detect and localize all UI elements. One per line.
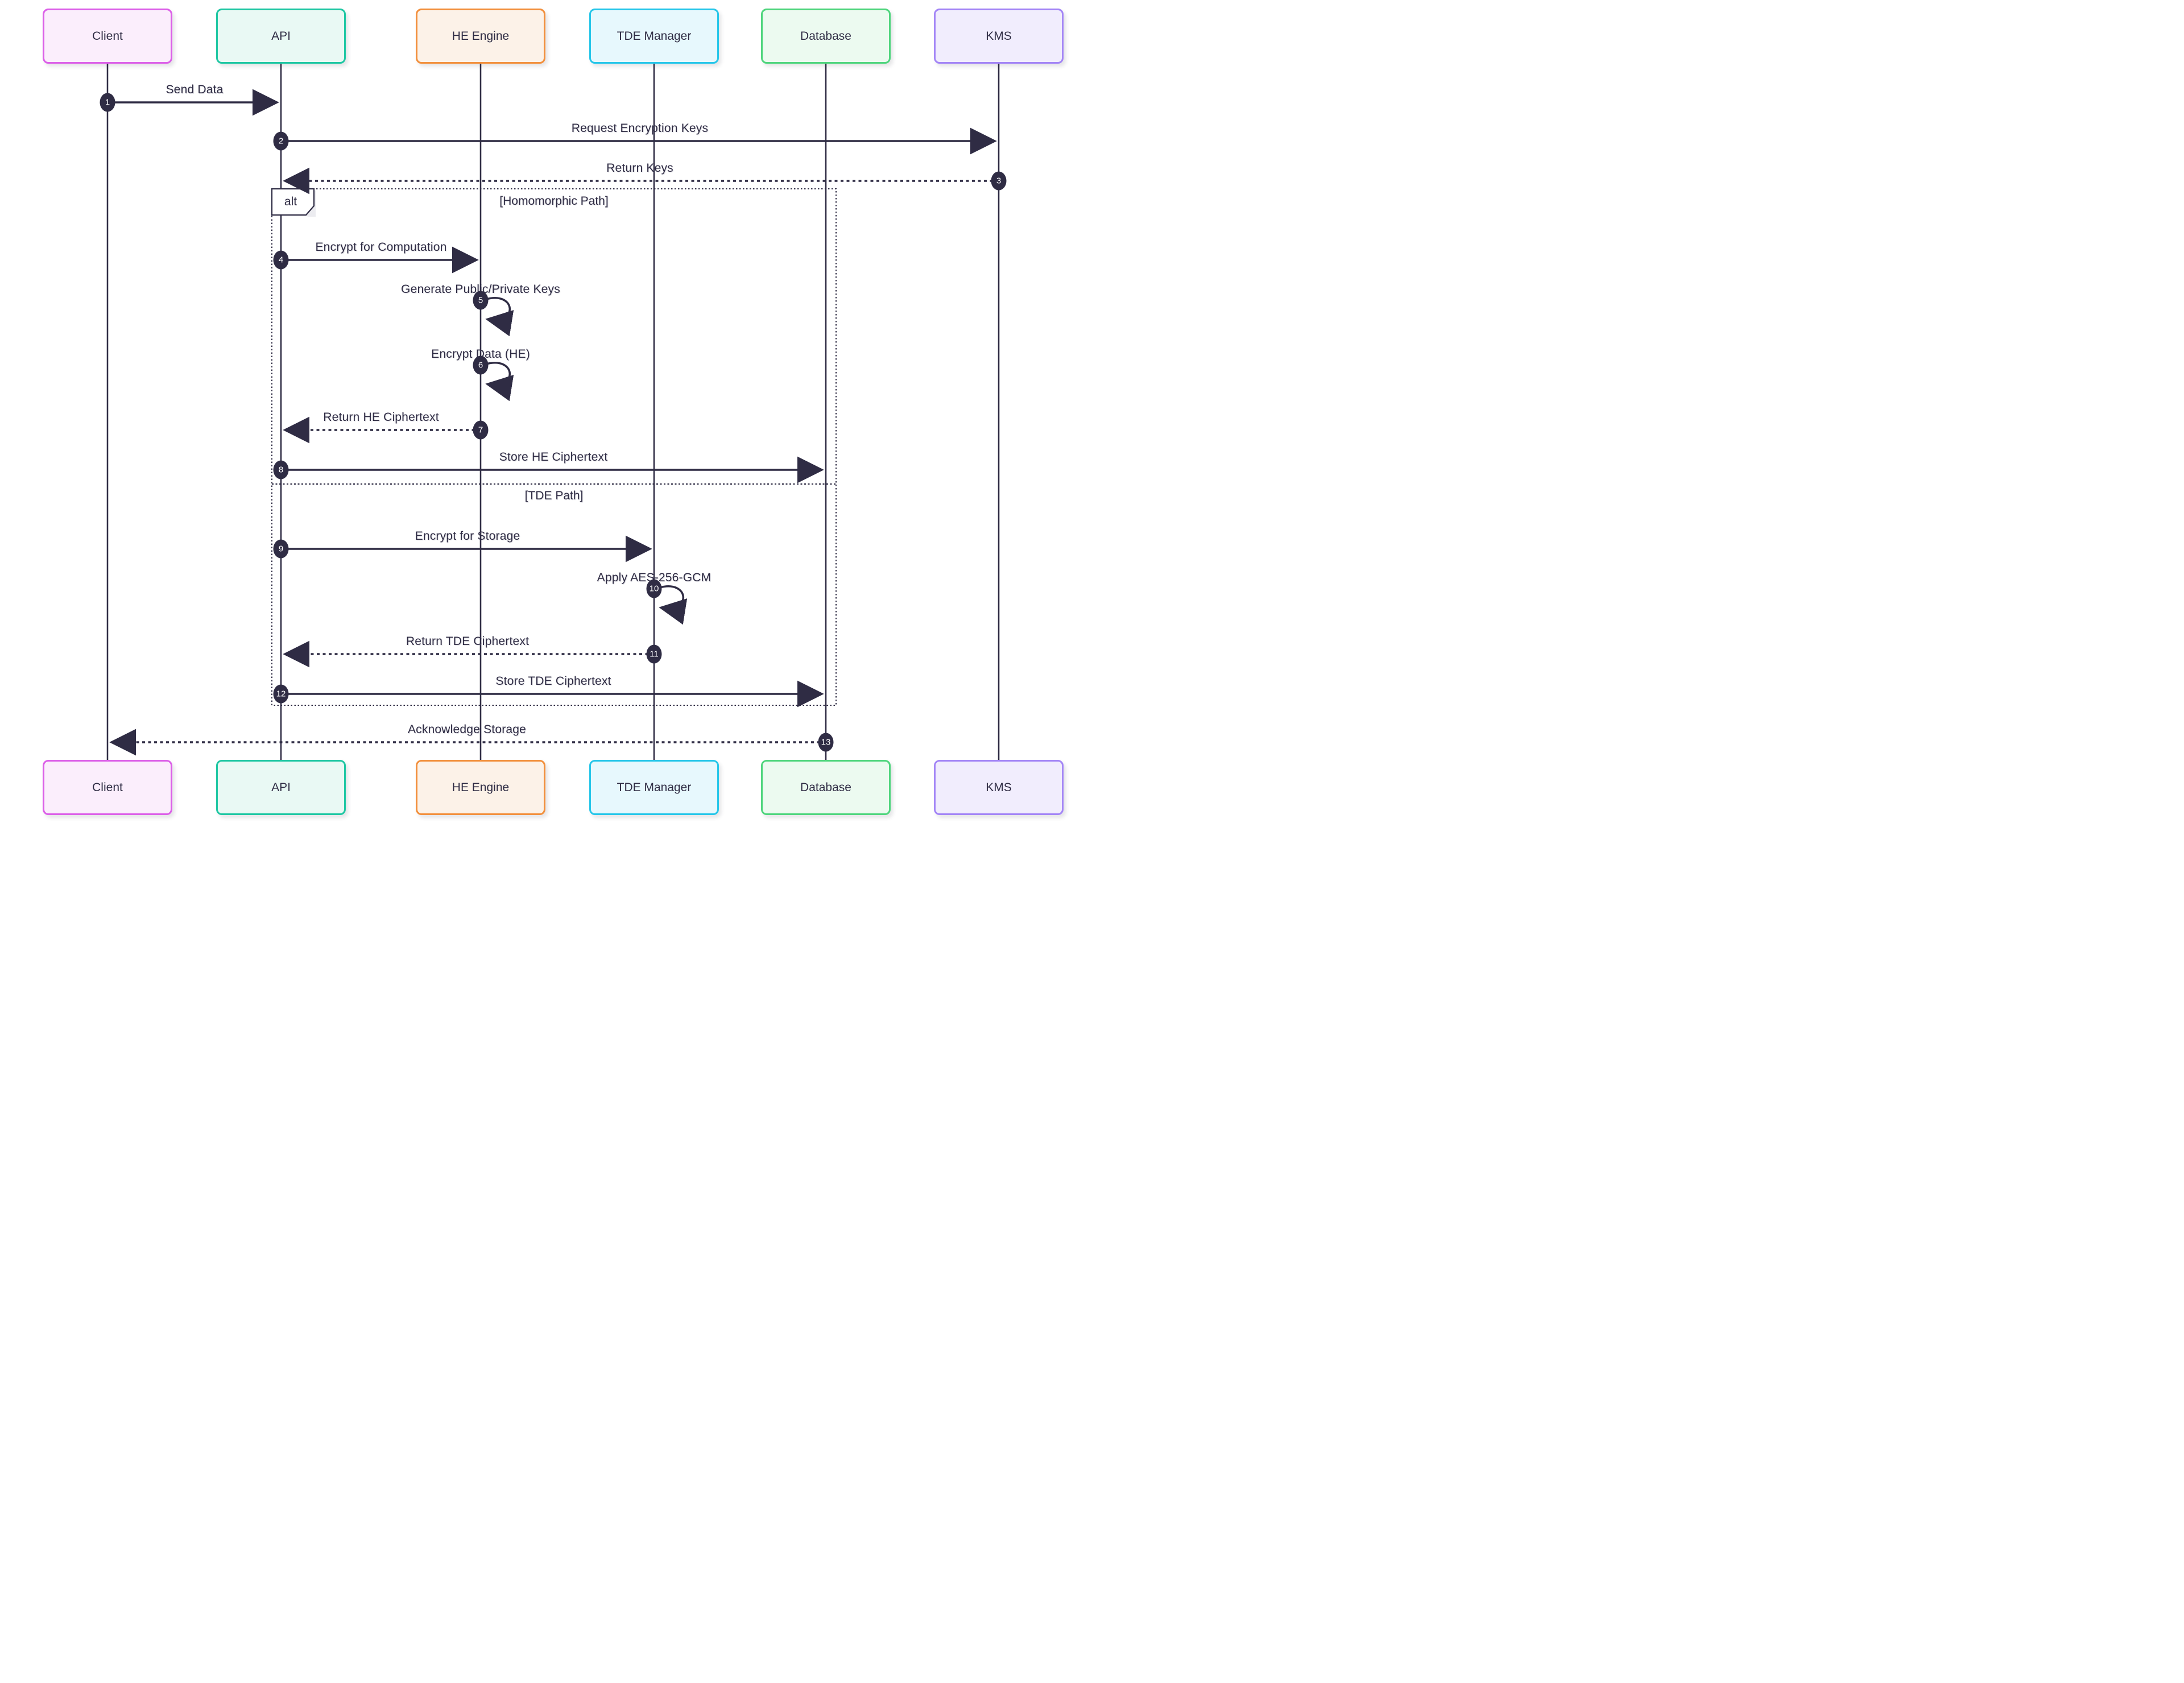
actor-label: API: [271, 780, 291, 794]
alt-frame: [271, 188, 837, 706]
message-seq-8: 8: [273, 460, 289, 479]
actor-label: TDE Manager: [617, 780, 692, 794]
message-seq-4: 4: [273, 250, 289, 270]
message-label-1: Send Data: [166, 83, 224, 96]
actor-box-kms-top: KMS: [934, 9, 1064, 64]
actor-label: Database: [800, 29, 851, 43]
actor-box-he-engine-bottom: HE Engine: [416, 760, 545, 815]
lifelines: [106, 64, 1000, 760]
message-seq-10: 10: [646, 579, 662, 598]
message-seq-2: 2: [273, 131, 289, 151]
message-label-9: Encrypt for Storage: [415, 530, 520, 543]
message-label-12: Store TDE Ciphertext: [495, 675, 611, 688]
actor-label: API: [271, 29, 291, 43]
actor-box-database-bottom: Database: [761, 760, 891, 815]
message-seq-3: 3: [991, 171, 1007, 191]
message-seq-12: 12: [273, 684, 289, 704]
actor-label: Database: [800, 780, 851, 794]
message-label-10: Apply AES-256-GCM: [597, 571, 712, 584]
actor-label: Client: [92, 29, 123, 43]
message-label-2: Request Encryption Keys: [571, 122, 709, 135]
message-label-4: Encrypt for Computation: [315, 241, 447, 254]
alt-branch-label-tde: [TDE Path]: [524, 489, 584, 502]
actor-label: Client: [92, 780, 123, 794]
message-seq-1: 1: [100, 93, 115, 112]
actor-box-kms-bottom: KMS: [934, 760, 1064, 815]
message-label-6: Encrypt Data (HE): [431, 348, 530, 361]
message-seq-11: 11: [646, 644, 662, 664]
message-seq-7: 7: [473, 420, 489, 440]
actor-label: HE Engine: [452, 780, 510, 794]
actor-box-database-top: Database: [761, 9, 891, 64]
actor-box-api-top: API: [216, 9, 346, 64]
self-loop-generate-keys: [485, 297, 514, 337]
self-loop-apply-aes: [659, 585, 688, 625]
actor-box-tde-manager-top: TDE Manager: [589, 9, 719, 64]
self-loop-encrypt-data-he: [485, 362, 514, 402]
message-seq-6: 6: [473, 355, 489, 375]
message-label-5: Generate Public/Private Keys: [401, 283, 560, 296]
sequence-diagram-canvas: Client API HE Engine TDE Manager Databas…: [0, 0, 1092, 842]
actor-label: KMS: [986, 29, 1012, 43]
message-label-11: Return TDE Ciphertext: [406, 635, 530, 648]
actor-box-client-bottom: Client: [43, 760, 172, 815]
actor-box-tde-manager-bottom: TDE Manager: [589, 760, 719, 815]
message-seq-9: 9: [273, 539, 289, 559]
message-label-13: Acknowledge Storage: [407, 723, 527, 736]
actor-label: TDE Manager: [617, 29, 692, 43]
message-arrows: [107, 89, 999, 756]
message-seq-5: 5: [473, 291, 489, 310]
diagram-lines: [106, 64, 1000, 760]
alt-branch-label-homomorphic: [Homomorphic Path]: [499, 195, 609, 208]
message-seq-13: 13: [818, 733, 834, 752]
actor-label: KMS: [986, 780, 1012, 794]
message-label-8: Store HE Ciphertext: [499, 450, 608, 464]
actor-box-client-top: Client: [43, 9, 172, 64]
message-label-3: Return Keys: [606, 162, 673, 175]
actor-label: HE Engine: [452, 29, 510, 43]
actor-box-api-bottom: API: [216, 760, 346, 815]
alt-label: alt: [284, 195, 297, 208]
actor-box-he-engine-top: HE Engine: [416, 9, 545, 64]
message-label-7: Return HE Ciphertext: [323, 411, 439, 424]
